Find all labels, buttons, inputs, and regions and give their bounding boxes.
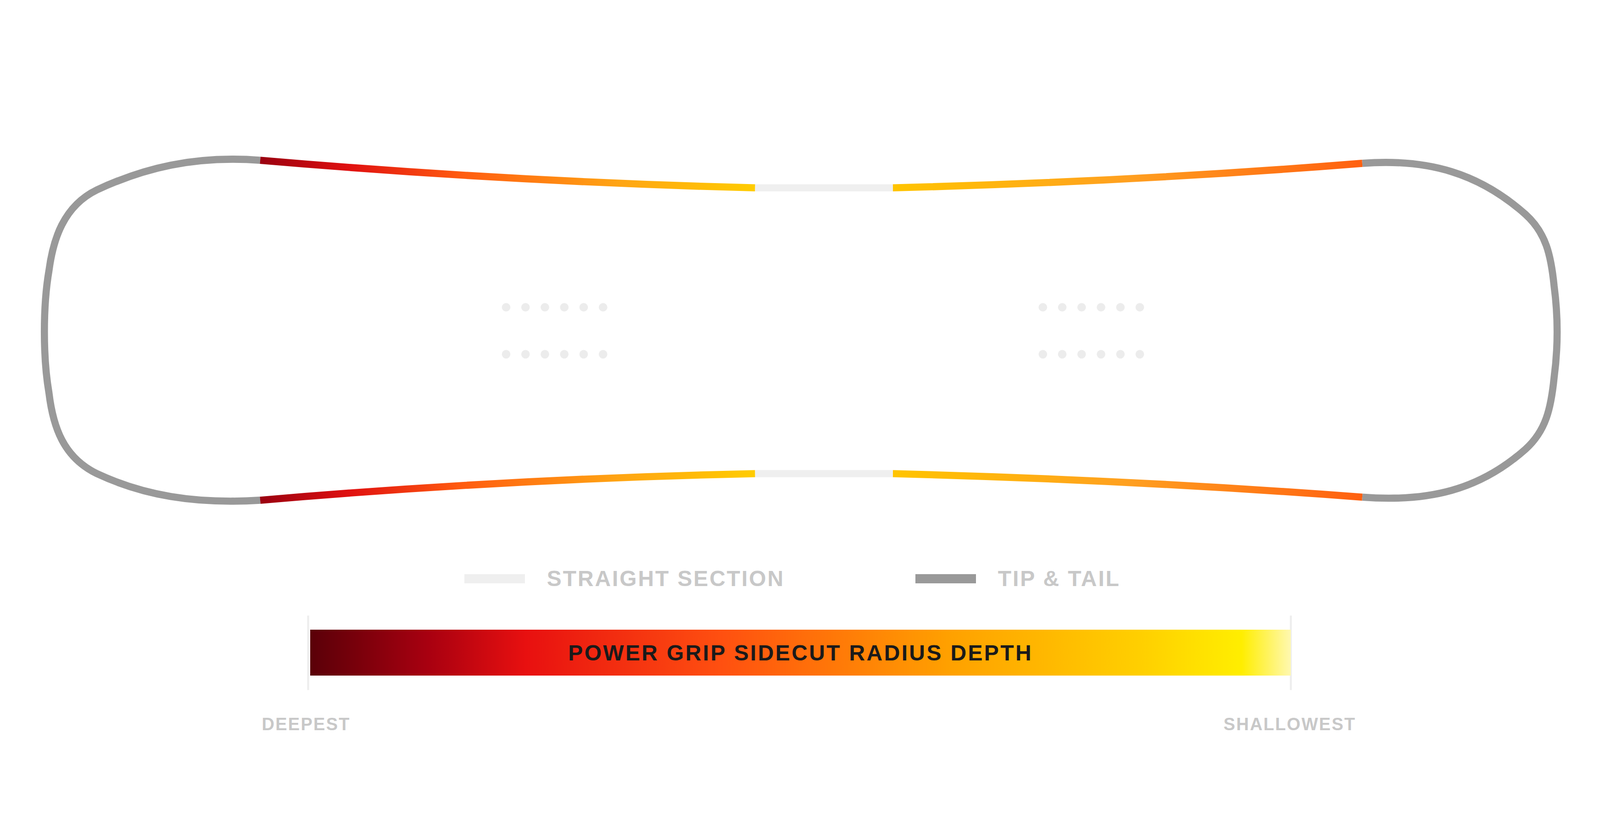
insert-hole	[559, 349, 569, 359]
insert-hole	[559, 302, 569, 312]
insert-hole	[1135, 349, 1145, 359]
scale-ticks	[308, 615, 1292, 690]
sidecut-edge	[260, 473, 756, 501]
sidecut-edge	[892, 163, 1363, 188]
insert-hole	[501, 302, 511, 312]
insert-hole	[540, 349, 550, 359]
insert-hole	[1077, 349, 1087, 359]
insert-hole	[1038, 349, 1048, 359]
straight-section	[755, 469, 893, 478]
insert-hole	[521, 349, 530, 359]
insert-hole	[1058, 302, 1067, 312]
legend-item: TIP & TAIL	[915, 565, 1121, 591]
legend-swatch	[464, 574, 525, 584]
insert-hole	[1077, 302, 1087, 312]
scale-end-label: DEEPEST	[261, 714, 351, 735]
insert-hole	[1135, 302, 1145, 312]
scale-end-label: SHALLOWEST	[1223, 714, 1357, 735]
insert-hole	[598, 349, 608, 359]
bar-title: POWER GRIP SIDECUT RADIUS DEPTH	[568, 640, 1033, 666]
insert-hole	[1115, 302, 1125, 312]
insert-hole	[521, 302, 530, 312]
insert-hole	[1115, 349, 1125, 359]
legend-text: STRAIGHT SECTION	[546, 565, 785, 591]
tail-outline	[44, 159, 261, 502]
gradient-scale-bar: POWER GRIP SIDECUT RADIUS DEPTH	[310, 629, 1291, 676]
binding-inserts	[501, 302, 1145, 359]
insert-hole	[579, 302, 589, 312]
legend-item: STRAIGHT SECTION	[464, 565, 785, 591]
insert-hole	[1096, 349, 1106, 359]
sidecut-edge	[260, 160, 756, 188]
insert-hole	[1038, 302, 1048, 312]
legend-swatch	[915, 574, 976, 584]
tip-outline	[1362, 162, 1558, 499]
insert-hole	[1058, 349, 1067, 359]
insert-hole	[540, 302, 550, 312]
insert-hole	[501, 349, 511, 359]
insert-hole	[598, 302, 608, 312]
legend-text: TIP & TAIL	[997, 565, 1121, 591]
insert-hole	[1096, 302, 1106, 312]
insert-hole	[579, 349, 589, 359]
straight-section	[755, 183, 893, 192]
sidecut-edge	[892, 473, 1363, 497]
